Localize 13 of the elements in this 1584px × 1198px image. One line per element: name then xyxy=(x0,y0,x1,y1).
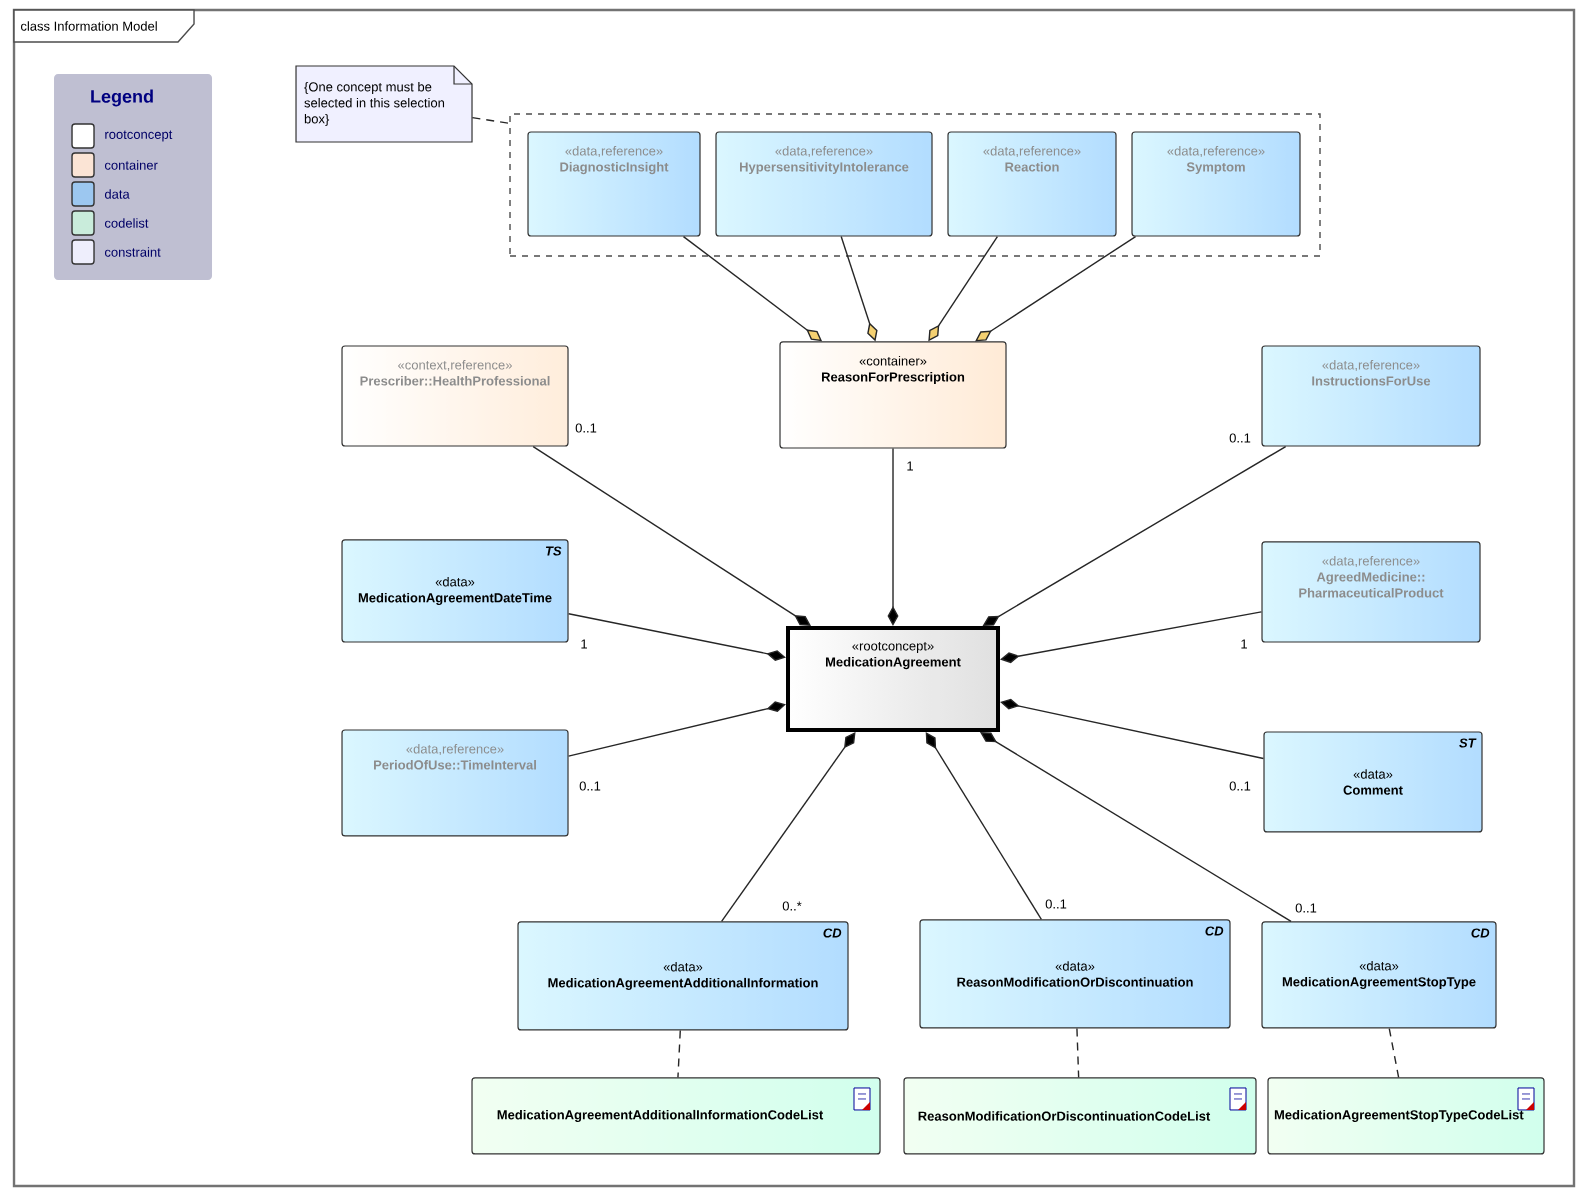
association-line xyxy=(1000,611,1263,664)
connector-line xyxy=(1076,1027,1080,1079)
connector-line xyxy=(471,116,510,124)
association-line xyxy=(567,701,786,757)
association-line xyxy=(567,613,786,661)
connector-line xyxy=(1388,1027,1400,1079)
label: Legend xyxy=(91,89,153,107)
association-line xyxy=(975,235,1137,342)
connector-line xyxy=(677,1029,681,1079)
association-line xyxy=(532,445,811,626)
selection-box xyxy=(509,113,1321,257)
association-line xyxy=(887,447,899,626)
association-line xyxy=(1000,698,1265,760)
